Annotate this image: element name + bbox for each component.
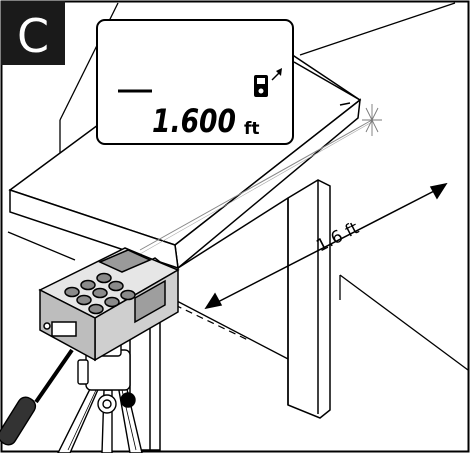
- extension-line-dashed: [174, 304, 249, 341]
- tripod: [57, 337, 143, 453]
- laser-beam: [139, 119, 373, 255]
- lcd-reading-unit: ft: [244, 119, 260, 139]
- lcd-reading-value: 1.600: [152, 102, 236, 140]
- laser-point-star-icon: [362, 104, 382, 136]
- laser-rear-reference-icon: [254, 68, 282, 97]
- panel-label: C: [17, 9, 49, 63]
- lcd-display: 1.600 ft: [96, 19, 294, 145]
- laser-measure-device: [38, 247, 180, 362]
- tripod-handle: [0, 348, 74, 446]
- panel-badge: C: [1, 1, 65, 65]
- dimension-line: [204, 182, 448, 310]
